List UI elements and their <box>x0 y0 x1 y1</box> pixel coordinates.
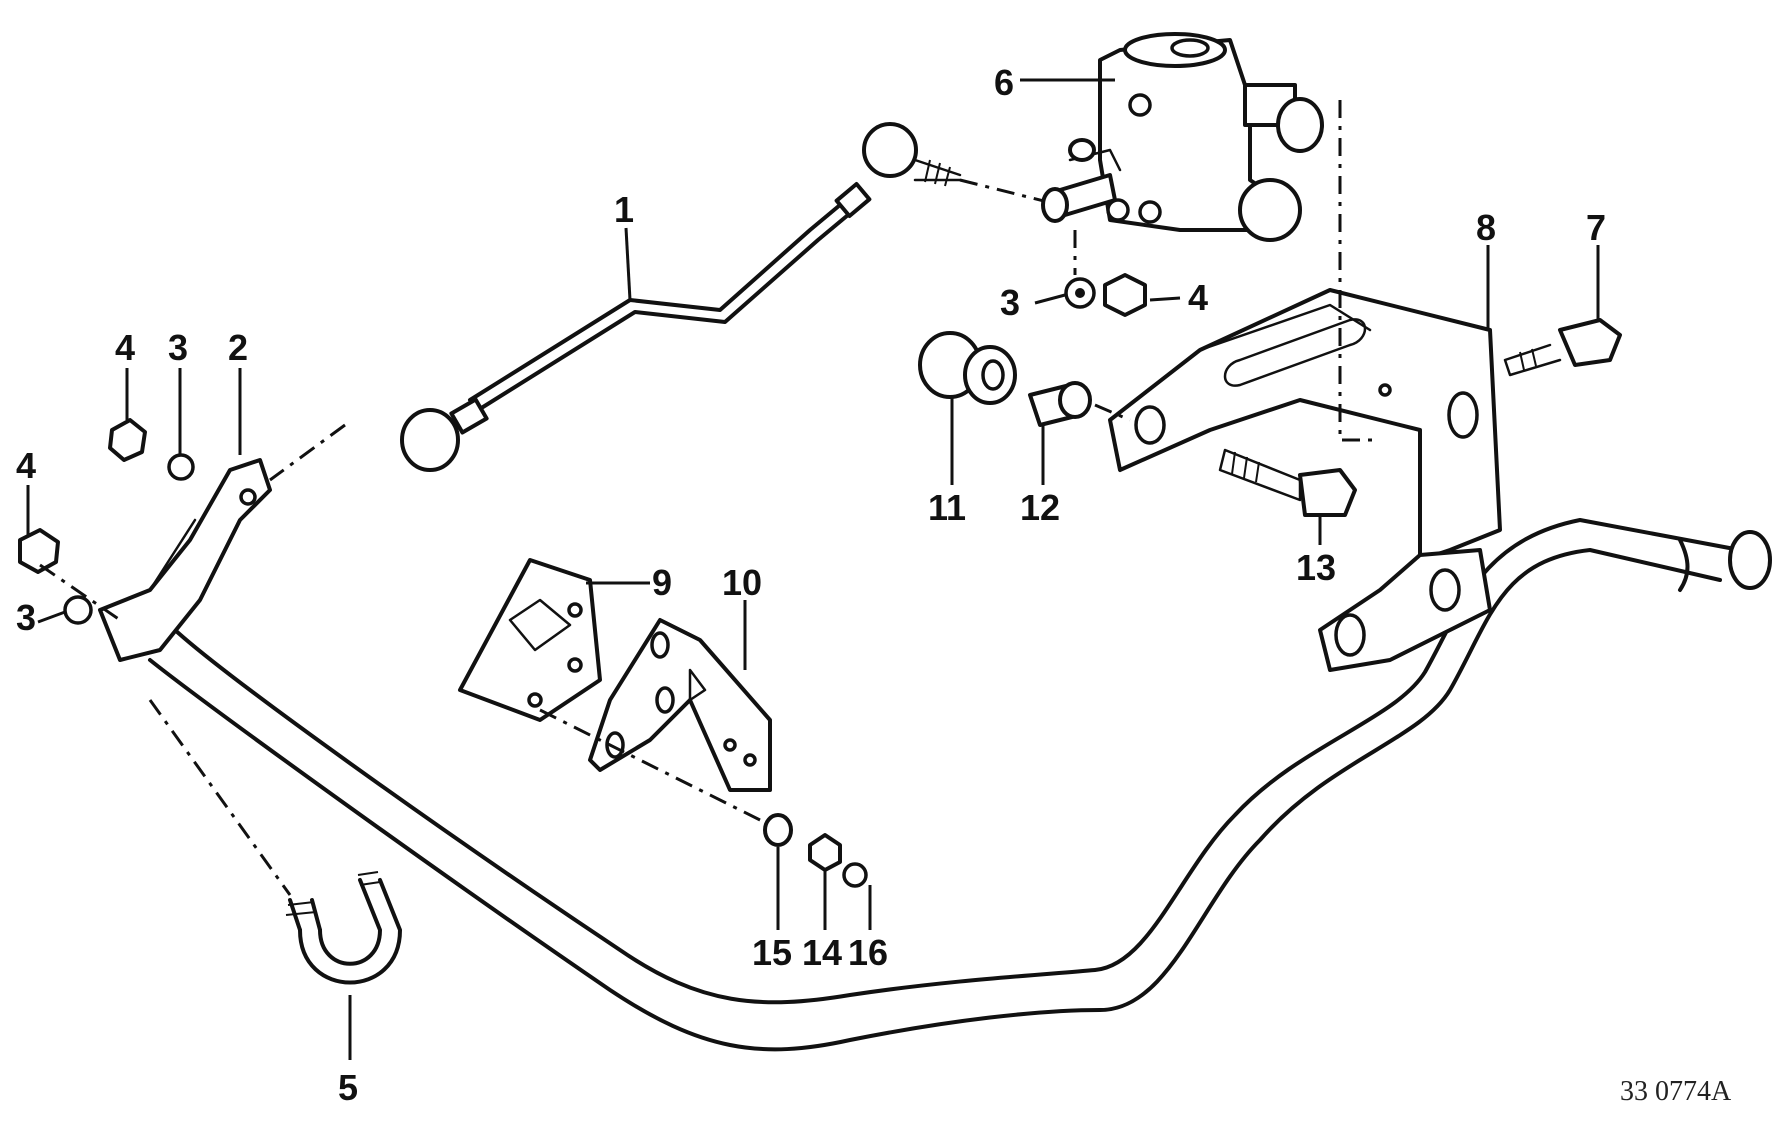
part-number-4: 4 <box>1188 277 1208 318</box>
part-number-4: 4 <box>115 327 135 368</box>
part-number-3: 3 <box>16 597 36 638</box>
reference-code: 33 0774A <box>1620 1076 1732 1107</box>
mounting-plate-9 <box>458 558 602 722</box>
leader-lines <box>26 78 1600 1060</box>
part-number-7: 7 <box>1586 207 1606 248</box>
connecting-rod <box>269 122 1061 482</box>
part-number-9: 9 <box>652 562 672 603</box>
left-fasteners <box>18 418 195 625</box>
bushing-12 <box>1028 381 1131 427</box>
part-number-14: 14 <box>802 932 842 973</box>
part-number-3: 3 <box>1000 282 1020 323</box>
regulator-valve <box>1041 32 1324 242</box>
part-number-4: 4 <box>16 445 36 486</box>
part-number-5: 5 <box>338 1067 358 1108</box>
fasteners-14-16 <box>763 813 868 888</box>
valve-fasteners <box>1064 230 1147 317</box>
part-number-16: 16 <box>848 932 888 973</box>
part-number-2: 2 <box>228 327 248 368</box>
bolt-7 <box>1503 318 1622 377</box>
bracket-plate-10 <box>539 618 772 827</box>
mounting-bracket <box>1108 100 1502 672</box>
part-number-6: 6 <box>994 62 1014 103</box>
part-number-labels: 1 2 3 3 3 4 4 4 5 6 7 8 9 10 11 12 13 14… <box>16 62 1606 1108</box>
part-number-12: 12 <box>1020 487 1060 528</box>
part-number-8: 8 <box>1476 207 1496 248</box>
part-number-15: 15 <box>752 932 792 973</box>
bushing-11 <box>918 331 1017 405</box>
stabilizer-bar <box>148 518 1772 1052</box>
bolt-13 <box>1218 448 1357 517</box>
part-number-13: 13 <box>1296 547 1336 588</box>
part-number-11: 11 <box>928 487 966 528</box>
part-number-1: 1 <box>614 189 634 230</box>
part-number-10: 10 <box>722 562 762 603</box>
lever-bracket <box>98 458 272 662</box>
part-number-3: 3 <box>168 327 188 368</box>
u-bolt-clamp <box>148 699 402 985</box>
